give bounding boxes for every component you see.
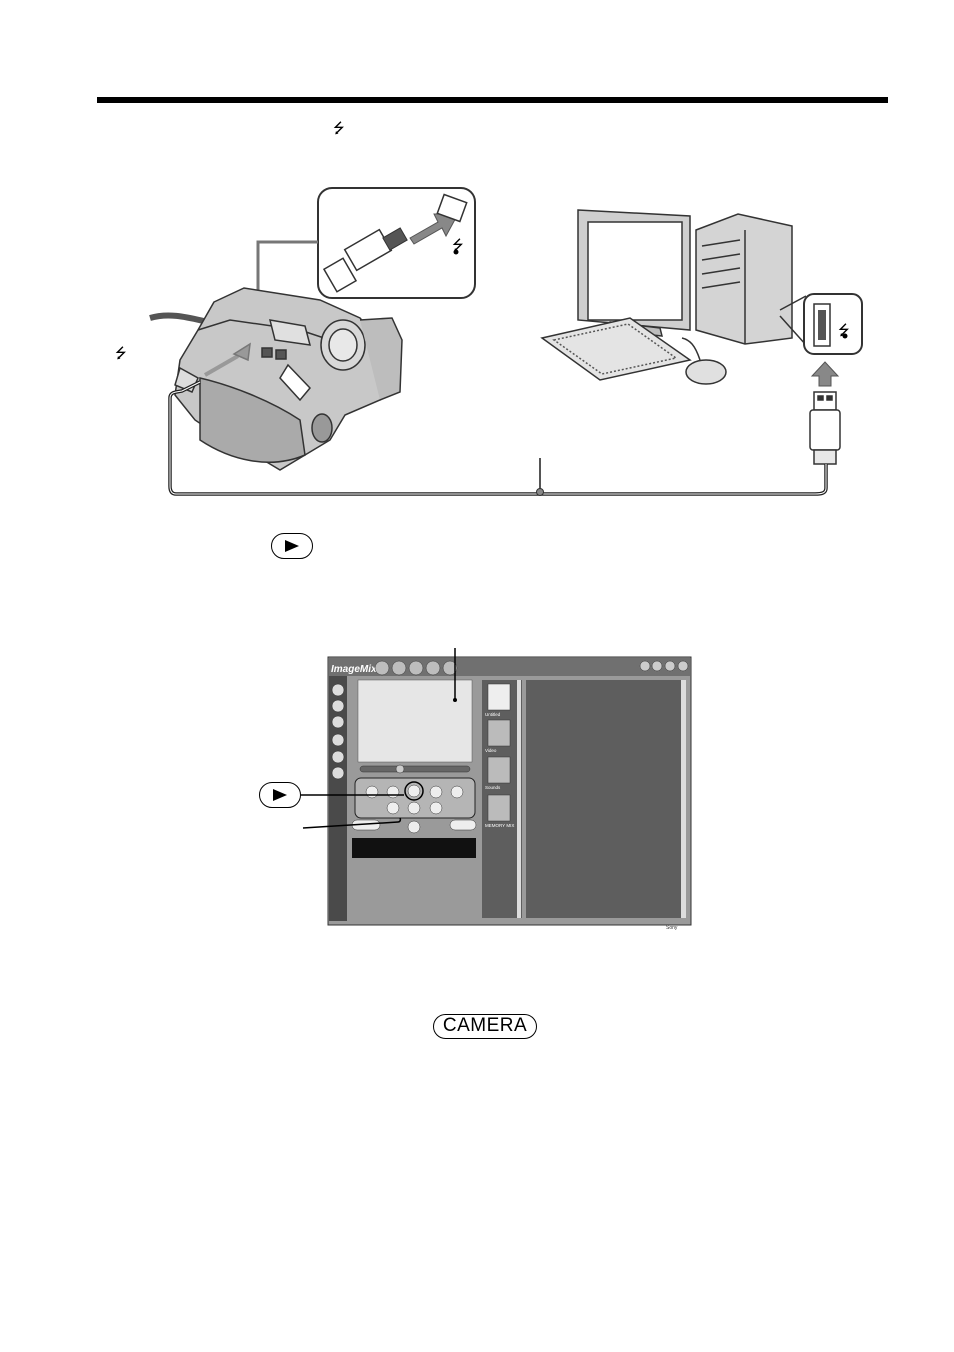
album-label: Video [485,748,497,753]
play-button-callout [259,782,301,808]
camera-port-callout: ⭍ [318,188,475,298]
album-label: Untitled [485,712,501,717]
album-label: MEMORY MIX [485,823,514,828]
album-label: Sounds [485,785,501,790]
usb-plug-illustration [810,392,840,464]
play-button-icon [271,533,313,559]
brand-label: Sony [666,925,678,931]
camcorder-illustration [150,288,402,470]
camera-button: CAMERA [433,1014,537,1039]
computer-illustration [542,210,792,384]
imagemixer-window: ImageMixer [301,648,691,931]
